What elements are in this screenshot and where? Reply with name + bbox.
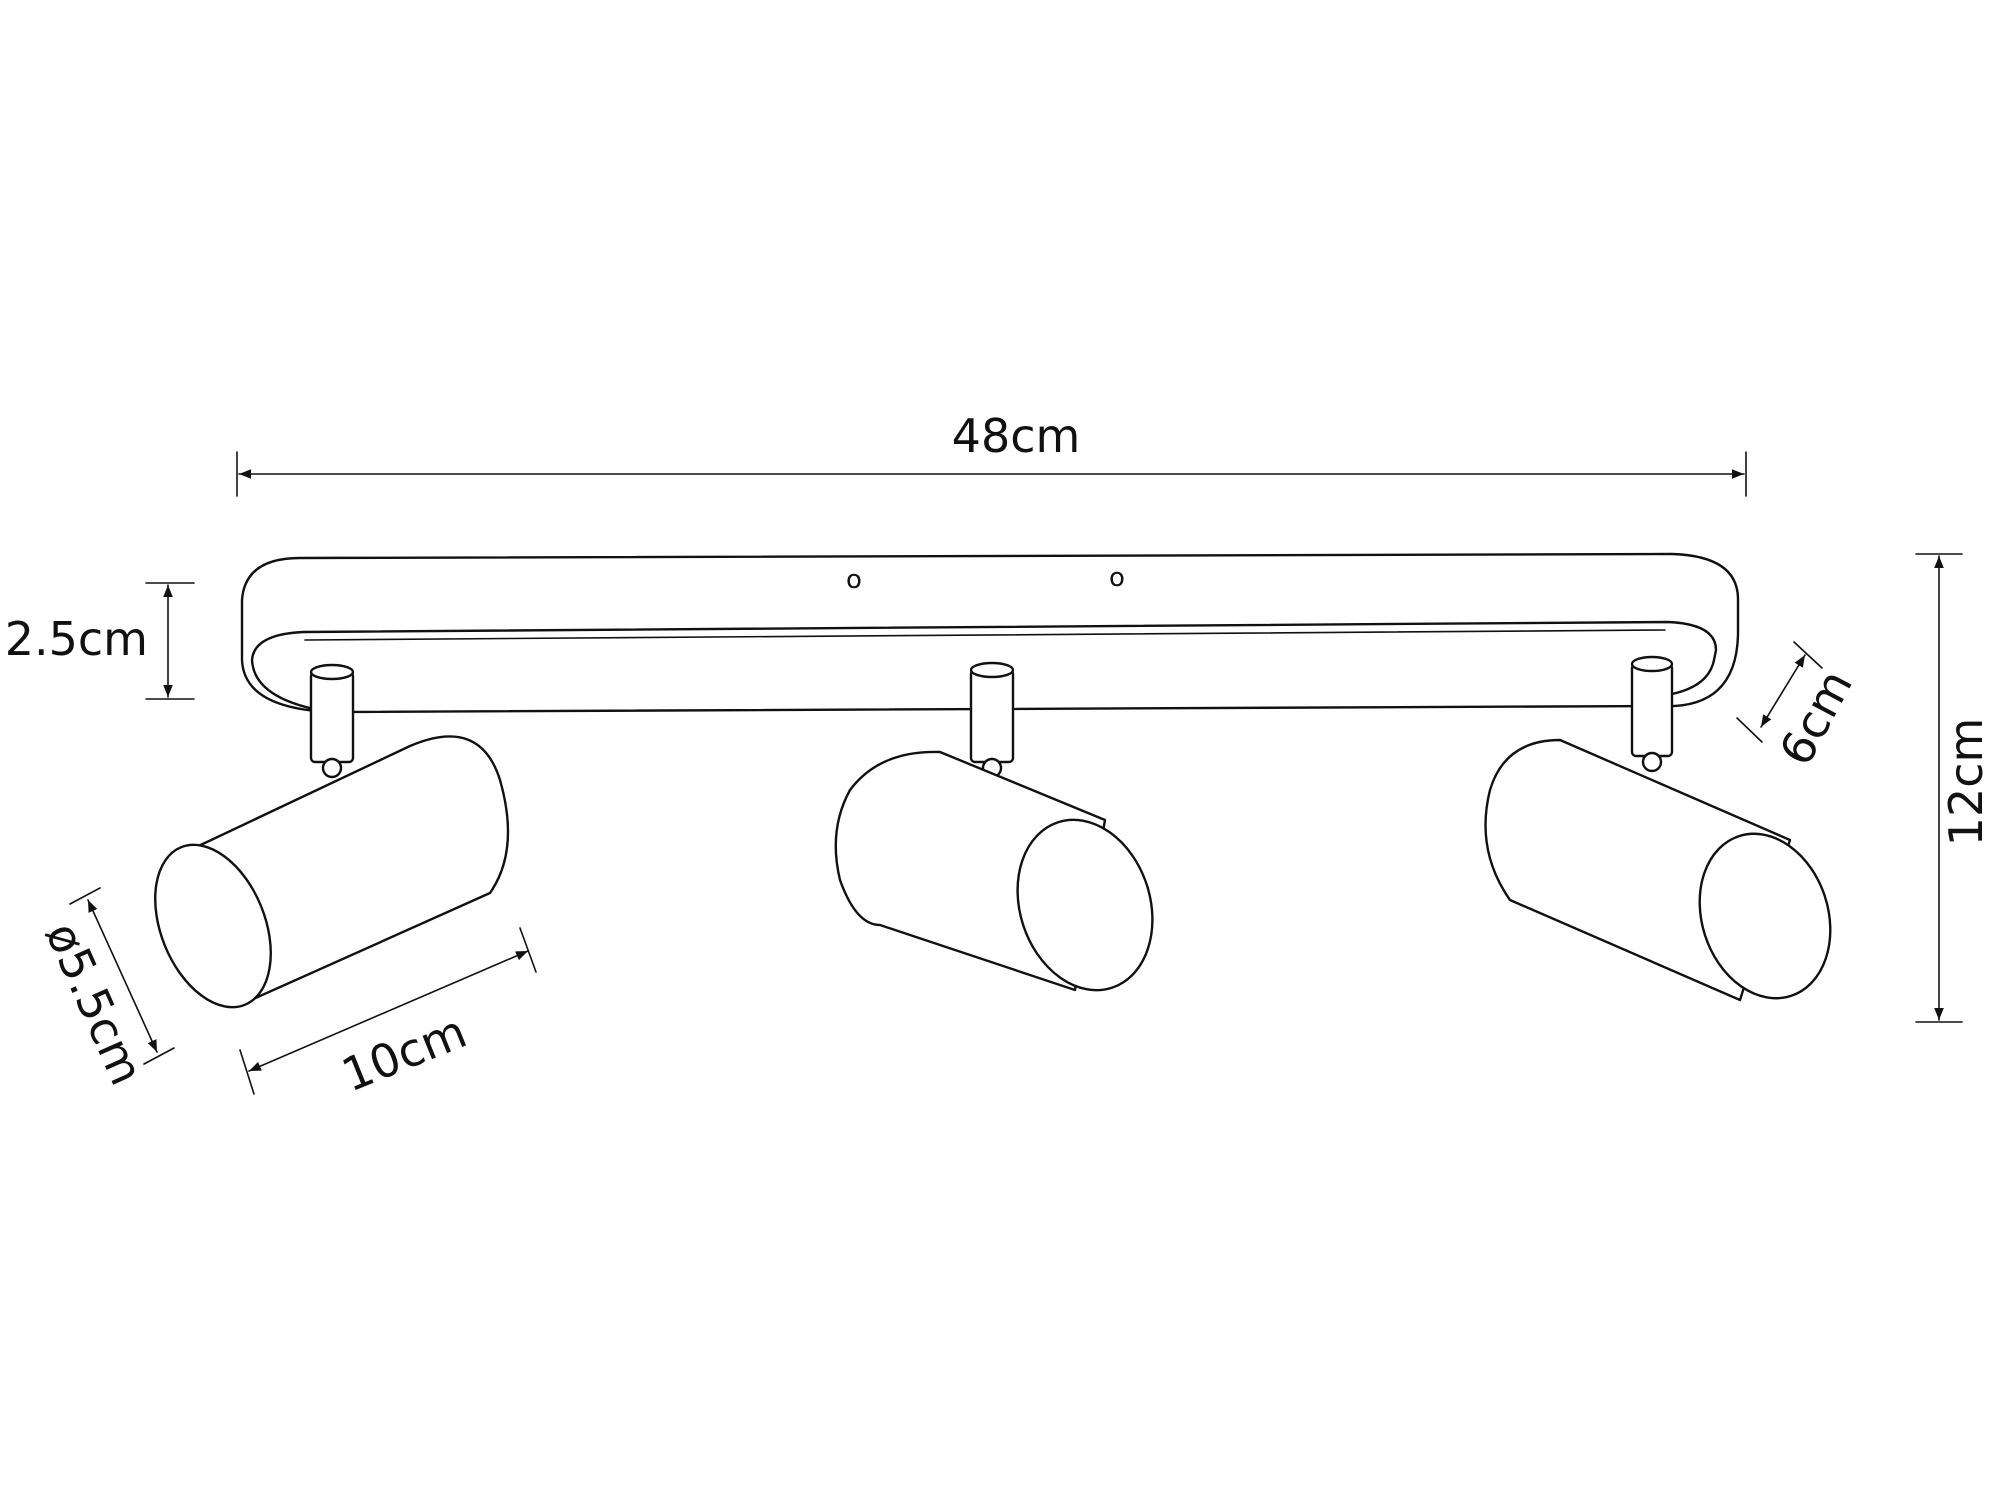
label-head-diameter: ø5.5cm — [35, 914, 154, 1093]
dimension-base-depth: 6cm — [1736, 641, 1863, 774]
stem-center — [969, 661, 1015, 779]
spotlight-head-right — [1484, 738, 1832, 1002]
spotlight-head-left — [154, 735, 510, 1009]
stem-right — [1630, 655, 1674, 773]
dimension-overall-height: 12cm — [1915, 553, 1993, 1023]
label-total-length: 48cm — [952, 409, 1081, 463]
dimension-total-length: 48cm — [236, 409, 1747, 497]
label-base-depth: 6cm — [1769, 661, 1863, 774]
label-base-height: 2.5cm — [5, 612, 148, 666]
spotlight-head-center — [834, 750, 1154, 992]
label-head-length: 10cm — [334, 1004, 474, 1102]
stem-left — [309, 663, 355, 779]
mounting-hole-left: o — [846, 565, 862, 595]
dimension-head-diameter: ø5.5cm — [35, 887, 175, 1093]
label-overall-height: 12cm — [1939, 718, 1993, 847]
dimension-base-height: 2.5cm — [5, 582, 195, 700]
mounting-hole-right: o — [1109, 563, 1125, 593]
